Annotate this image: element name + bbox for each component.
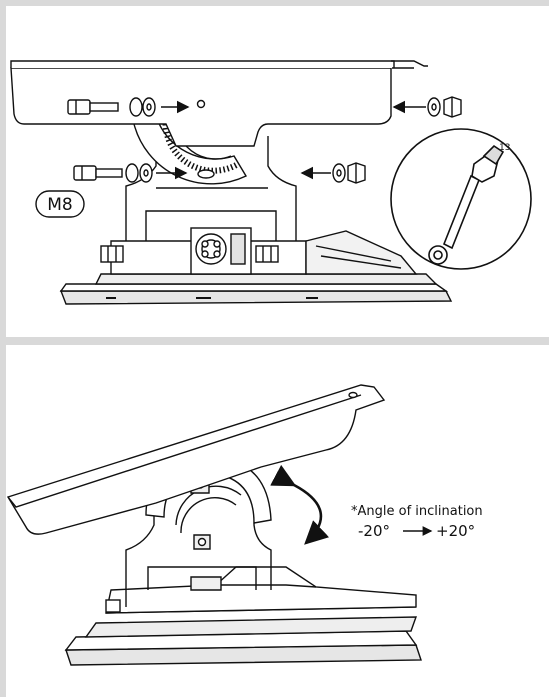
wrench-detail: 13 (390, 128, 532, 270)
wrench-size-label: 13 (499, 143, 510, 153)
washer-nut-lower (332, 162, 366, 184)
base-rail (64, 606, 422, 666)
bolt-size-label: M8 (47, 195, 72, 215)
angle-caption: *Angle of inclination (351, 504, 483, 519)
hex-nut-left (100, 245, 124, 263)
assembly-step-panel: M8 13 (6, 6, 549, 337)
rotation-arrow (270, 464, 330, 545)
inclination-drawing: *Angle of inclination -20° +20° (6, 384, 483, 666)
bolt-lower (73, 163, 153, 183)
inclination-step-panel: *Angle of inclination -20° +20° (6, 345, 549, 697)
mount-bracket (125, 484, 272, 607)
top-mount-bar (10, 60, 428, 147)
washer-nut-upper (427, 96, 462, 118)
angle-min-value: -20° (358, 522, 390, 540)
bolt-size-callout: M8 (35, 190, 85, 218)
motor-housing (110, 227, 418, 275)
top-mount-bar (6, 384, 386, 535)
motor-housing (105, 566, 417, 614)
assembly-drawing: M8 13 (10, 60, 532, 305)
hex-nut-right (255, 245, 279, 263)
base-rail (59, 273, 453, 305)
wrench-icon (428, 144, 505, 265)
bolt-upper (67, 97, 156, 117)
angle-max-value: +20° (436, 522, 475, 540)
